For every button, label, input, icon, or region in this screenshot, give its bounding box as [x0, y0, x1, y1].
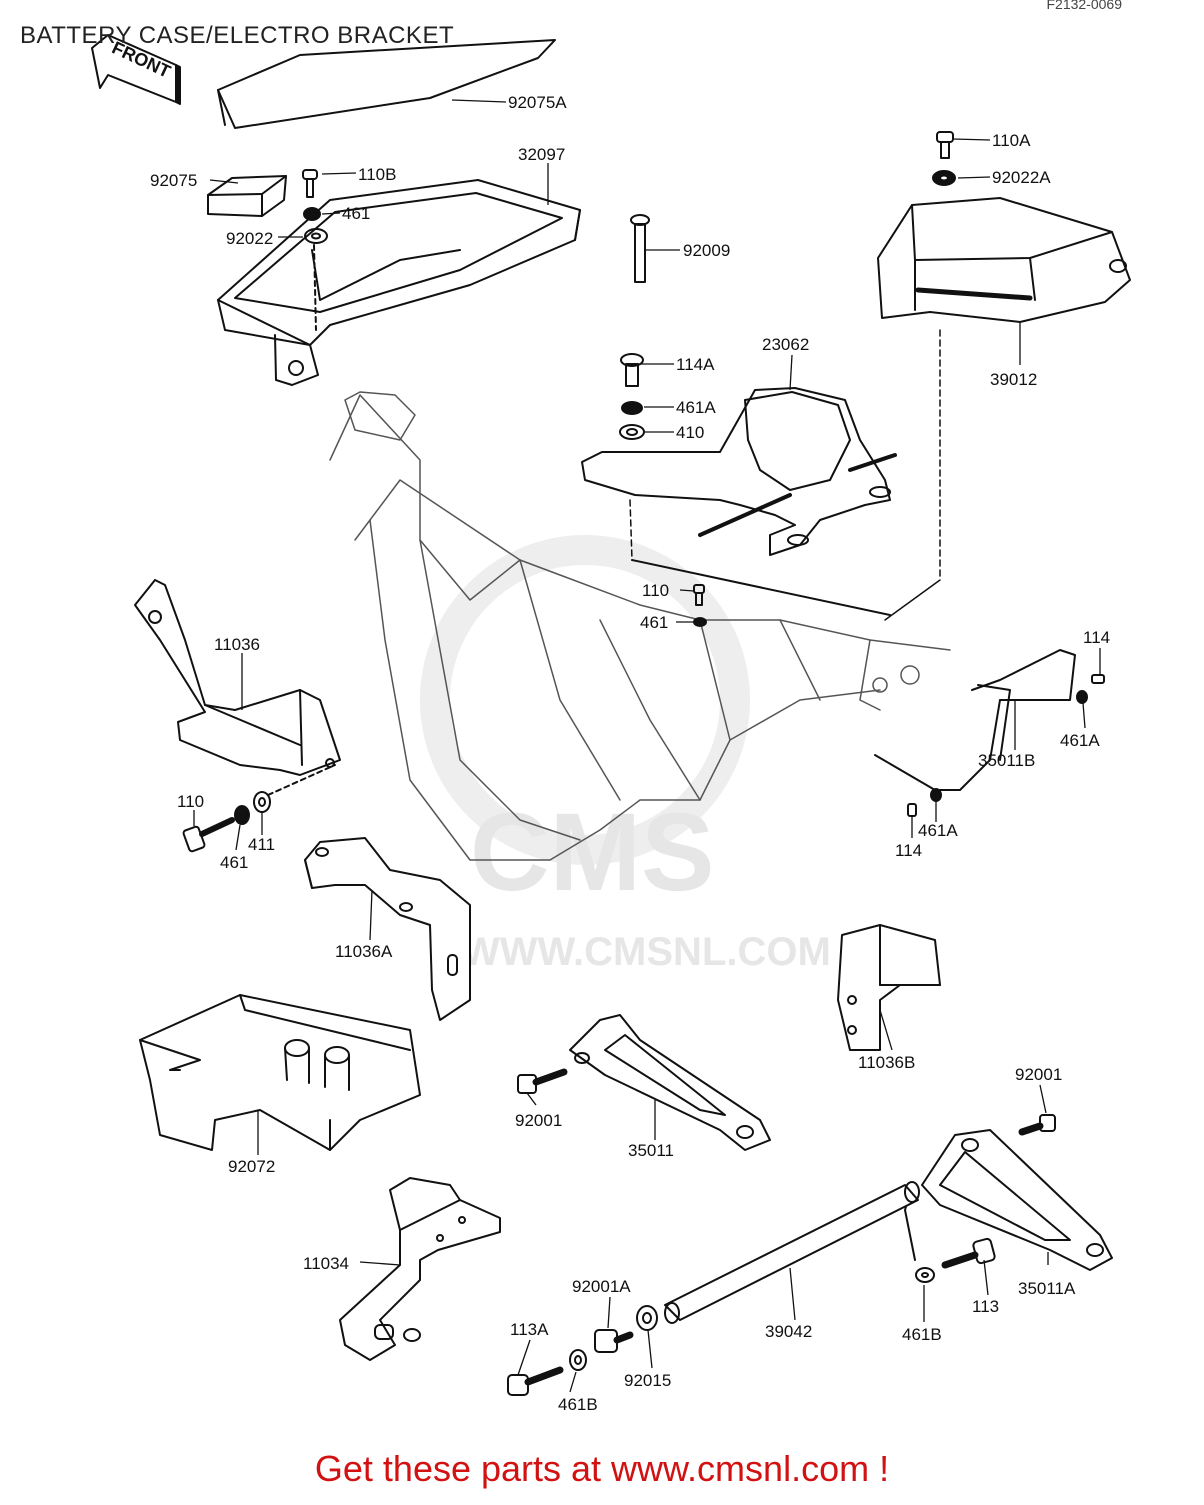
part-11036b-bracket: [837, 924, 941, 1051]
part-label: 114: [1083, 628, 1110, 647]
part-label: 114: [895, 841, 922, 860]
diagram-code: F2132-0069: [1046, 0, 1122, 12]
hardware-110-461-411: [182, 791, 271, 853]
part-92009-pin: [630, 214, 650, 283]
part-label: 92022A: [992, 168, 1051, 187]
part-35011-bracket: [517, 1014, 771, 1151]
part-label: 411: [248, 835, 275, 854]
part-92072-holder: [139, 994, 421, 1151]
watermark-url: WWW.CMSNL.COM: [462, 930, 831, 974]
part-label: 92072: [228, 1157, 275, 1176]
part-92075a-cover: [217, 39, 556, 129]
part-label: 92075A: [508, 93, 567, 112]
watermark-brand: CMS: [470, 791, 714, 914]
part-label: 39012: [990, 370, 1037, 389]
part-label: 461B: [558, 1395, 598, 1414]
bolt-92001-right: [1018, 1114, 1056, 1136]
part-11034-bracket: [339, 1177, 501, 1361]
part-label: 110: [642, 581, 669, 600]
part-label: 110: [177, 792, 204, 811]
part-label: 39042: [765, 1322, 812, 1341]
part-39012-cover: [877, 197, 1131, 323]
part-39042-shaft: [636, 1181, 920, 1331]
part-23062-bracket: [581, 387, 897, 556]
part-label: 461: [640, 613, 668, 632]
hardware-114a-461a-410: [619, 353, 645, 440]
part-label: 92075: [150, 171, 197, 190]
part-label: 461A: [1060, 731, 1100, 750]
part-35011b-stay: [874, 649, 1105, 817]
part-label: 461: [342, 204, 370, 223]
part-label: 92015: [624, 1371, 671, 1390]
footer-link[interactable]: Get these parts at www.cmsnl.com !: [314, 1448, 890, 1489]
part-label: 113: [972, 1297, 999, 1316]
part-11036a-bracket: [304, 837, 471, 1021]
part-label: 113A: [510, 1320, 549, 1339]
part-label: 92022: [226, 229, 273, 248]
hardware-113a-461b-92001a-92015: [507, 1329, 634, 1396]
part-label: 461A: [676, 398, 716, 417]
part-label: 35011A: [1018, 1279, 1076, 1298]
watermark: CMS WWW.CMSNL.COM: [420, 535, 831, 974]
part-label: 92009: [683, 241, 730, 260]
part-label: 461A: [918, 821, 958, 840]
part-label: 114A: [676, 355, 715, 374]
part-label: 461: [220, 853, 248, 872]
motorcycle-frame: [329, 329, 951, 861]
hardware-110a-92022a: [932, 131, 956, 186]
part-11036-bracket: [134, 579, 341, 796]
part-label: 11036A: [335, 942, 393, 961]
leader-lines: [193, 99, 1101, 1393]
hardware-110b-461-92022: [302, 169, 328, 331]
part-label: 35011: [628, 1141, 674, 1160]
part-label: 92001: [515, 1111, 562, 1130]
part-label: 32097: [518, 145, 565, 164]
part-label: 11034: [303, 1254, 349, 1273]
part-label: 35011B: [978, 751, 1035, 770]
part-label: 110A: [992, 131, 1031, 150]
part-32097-battery-case: [217, 179, 581, 386]
part-label: 11036B: [858, 1053, 915, 1072]
part-label: 92001A: [572, 1277, 631, 1296]
diagram-title: BATTERY CASE/ELECTRO BRACKET: [20, 22, 455, 49]
part-label: 410: [676, 423, 704, 442]
part-92075-pad: [207, 175, 287, 217]
part-label: 23062: [762, 335, 809, 354]
part-label: 110B: [358, 165, 396, 184]
part-label: 461B: [902, 1325, 942, 1344]
part-label: 11036: [214, 635, 260, 654]
part-label: 92001: [1015, 1065, 1062, 1084]
front-arrow-icon: [91, 34, 181, 105]
part-35011a-bracket: [904, 1129, 1113, 1283]
part-labels: 92075A 32097 92075 110B 461 92022 110A 9…: [150, 93, 1110, 1414]
